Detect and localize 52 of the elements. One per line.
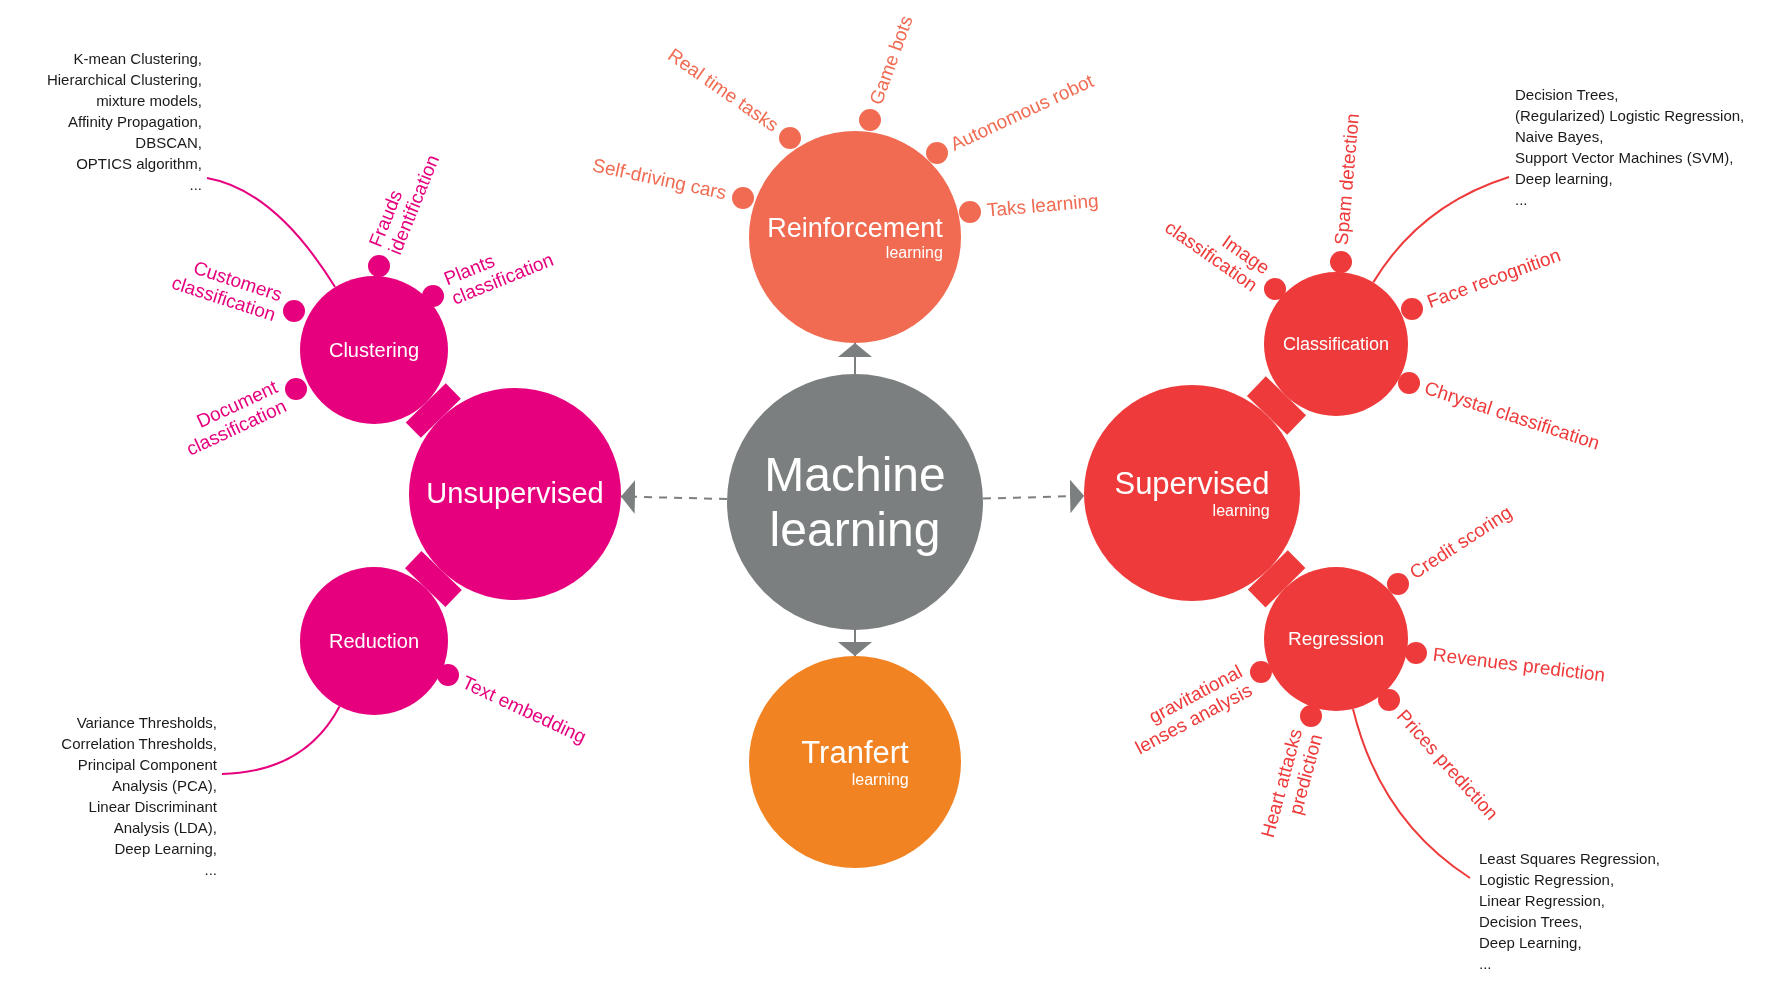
list-item: ... (1515, 190, 1529, 210)
application-label: Game bots (866, 13, 918, 108)
circle-title: Supervised (1114, 466, 1270, 502)
neck-connector (1246, 376, 1307, 435)
neck-connector (405, 551, 462, 607)
circle-title: Machine learning (763, 446, 947, 558)
list-item: Logistic Regression, (1479, 870, 1616, 890)
list-item: Naive Bayes, (1515, 127, 1605, 147)
list-item: K-mean Clustering, (72, 49, 202, 69)
list-item: Correlation Thresholds, (60, 734, 217, 754)
arrow (838, 629, 872, 657)
list-item: Deep learning, (1515, 169, 1614, 189)
list-item: Affinity Propagation, (67, 112, 202, 132)
list-item: Decision Trees, (1479, 912, 1584, 932)
circle-title: Classification (1282, 333, 1389, 355)
neck-connector (405, 383, 461, 438)
circle-subtitle: learning (851, 771, 909, 789)
list-item: Deep Learning, (113, 839, 217, 859)
application-label: Revenues prediction (1431, 644, 1607, 687)
list-item: Deep Learning, (1479, 933, 1583, 953)
circle-title: Tranfert (801, 735, 909, 771)
list-item: mixture models, (95, 91, 202, 111)
list-item: OPTICS algorithm, (75, 154, 202, 174)
leader-line (221, 705, 341, 775)
list-item: ... (203, 860, 217, 880)
circle-title: Unsupervised (426, 477, 604, 511)
list-item: Linear Regression, (1479, 891, 1606, 911)
application-label: Taks learning (986, 190, 1100, 221)
circle-subtitle: learning (885, 243, 943, 262)
list-item: Principal Component Analysis (PCA), (76, 755, 217, 796)
list-item: (Regularized) Logistic Regression, (1515, 106, 1746, 126)
arrow (838, 342, 872, 375)
list-item: DBSCAN, (134, 133, 202, 153)
circle-title: Reduction (328, 629, 420, 653)
application-label: Spam detection (1332, 112, 1365, 246)
list-item: Decision Trees, (1515, 85, 1620, 105)
leader-line (206, 177, 337, 289)
list-item: Linear Discriminant Analysis (LDA), (87, 797, 217, 838)
neck-connector (1247, 550, 1306, 608)
list-item: Least Squares Regression, (1479, 849, 1661, 869)
circle-title: Clustering (328, 338, 419, 362)
circle-subtitle: learning (1212, 502, 1270, 520)
list-item: Hierarchical Clustering, (45, 70, 202, 90)
leader-line (1352, 707, 1471, 879)
list-item: Variance Thresholds, (75, 713, 217, 733)
list-item: ... (1479, 954, 1493, 974)
circle-title: Regression (1287, 628, 1385, 650)
list-item: Support Vector Machines (SVM), (1515, 148, 1735, 168)
application-label: Heart attacks prediction (1255, 727, 1327, 843)
list-item: ... (188, 175, 202, 195)
leader-line (1372, 176, 1510, 284)
circle-title: Reinforcement (767, 212, 943, 244)
